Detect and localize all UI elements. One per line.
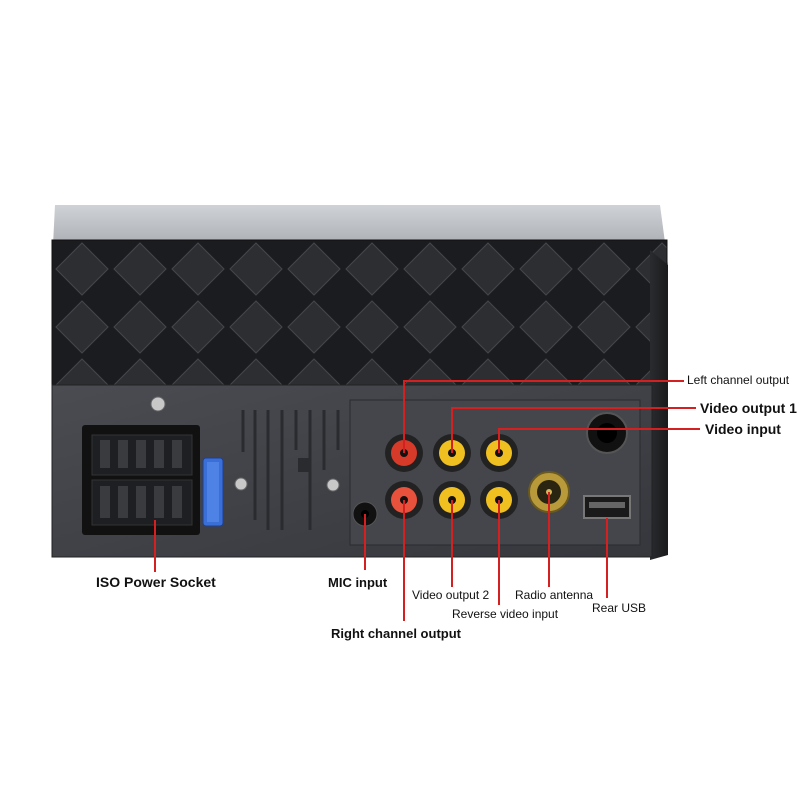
screw — [150, 396, 166, 412]
leader-lines — [154, 380, 700, 621]
label-video-output-1: Video output 1 — [700, 400, 797, 416]
label-right-channel-output: Right channel output — [331, 626, 461, 641]
label-reverse-video-input: Reverse video input — [452, 607, 559, 621]
label-radio-antenna: Radio antenna — [515, 588, 594, 602]
heatsink — [52, 240, 667, 390]
label-video-output-2: Video output 2 — [412, 588, 490, 602]
label-rear-usb: Rear USB — [592, 601, 647, 615]
iso-connector — [82, 425, 200, 535]
leader-video-output-1 — [451, 407, 696, 453]
label-video-input: Video input — [705, 421, 781, 437]
usb-port — [583, 495, 631, 519]
leader-video-input — [498, 428, 700, 453]
leader-left-channel-output — [403, 380, 684, 453]
screw — [326, 478, 340, 492]
screw — [234, 477, 248, 491]
side-panel — [650, 250, 668, 560]
label-mic-input: MIC input — [328, 575, 388, 590]
label-iso-power-socket: ISO Power Socket — [96, 574, 216, 590]
label-left-channel-output: Left channel output — [687, 373, 790, 387]
